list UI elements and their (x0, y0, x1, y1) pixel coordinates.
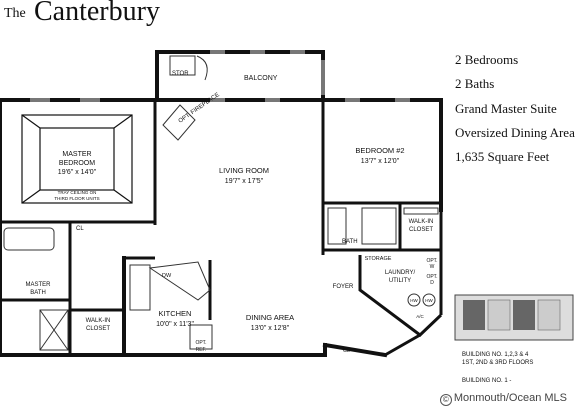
label-kitchen: KITCHEN (159, 309, 192, 318)
feature-master-suite: Grand Master Suite (455, 100, 557, 116)
building-note-2: 1ST, 2ND & 3RD FLOORS (462, 360, 534, 366)
feature-dining-area: Oversized Dining Area (455, 124, 575, 140)
vanity (327, 207, 347, 245)
feature-square-feet: 1,635 Square Feet (455, 149, 550, 165)
balcony-door-swing (196, 55, 208, 81)
label-storage: STORAGE (365, 256, 392, 262)
label-master-1: MASTER (62, 151, 91, 158)
watermark-text: Monmouth/Ocean MLS (453, 392, 567, 404)
label-cl-foyer: CL (343, 348, 350, 354)
bathtub (3, 227, 55, 251)
label-ac: A/C (416, 314, 424, 319)
label-kitchen-dims: 10'0" x 11'3" (156, 321, 194, 328)
tub (361, 207, 397, 245)
features-list: 2 Bedrooms 2 Baths Grand Master Suite Ov… (455, 48, 575, 169)
label-fireplace: OPT. FIREPLACE (178, 92, 221, 125)
label-dining: DINING AREA (246, 313, 294, 322)
label-dw: DW (162, 273, 172, 279)
tray-ceiling (21, 114, 133, 204)
label-master-bath-2: BATH (30, 290, 46, 296)
building-note-3: BUILDING NO. 1 - (462, 378, 512, 384)
label-bedroom2: BEDROOM #2 (355, 146, 404, 155)
label-bedroom2-dims: 13'7" x 12'0" (361, 158, 400, 165)
label-laundry-2: UTILITY (389, 278, 411, 284)
label-opt-w-2: W (430, 264, 435, 270)
storage-closet (169, 55, 196, 76)
fireplace (162, 104, 196, 141)
label-master-dims: 19'6" x 14'0" (58, 169, 97, 176)
kitchen-counter (129, 264, 151, 311)
label-walkin-b: WALK-IN (86, 318, 111, 324)
label-living-dims: 19'7" x 17'5" (225, 178, 264, 185)
page-title: Canterbury (34, 0, 160, 27)
title-prefix: The (4, 6, 26, 21)
label-tray-2: THIRD FLOOR UNITS (54, 196, 99, 201)
closet-shelf (403, 207, 439, 215)
kitchen-island (148, 261, 211, 301)
copyright-icon: © (439, 394, 452, 406)
label-laundry-1: LAUNDRY/ (385, 270, 416, 276)
label-master-bath-1: MASTER (25, 282, 51, 288)
label-master-2: BEDROOM (59, 160, 95, 167)
feature-baths: 2 Baths (455, 76, 495, 92)
interior-walls (0, 100, 443, 357)
ref-space (189, 324, 213, 350)
label-stor: STOR (172, 71, 189, 77)
label-closet-b: CLOSET (86, 326, 110, 332)
label-closet-a: CLOSET (409, 227, 433, 233)
label-dining-dims: 13'0" x 12'8" (251, 325, 290, 332)
label-opt-w-1: OPT. (426, 258, 437, 264)
label-hw-2: HW (425, 298, 433, 303)
label-opt-d-2: D (430, 280, 434, 286)
label-foyer: FOYER (333, 284, 354, 290)
windows (30, 50, 410, 102)
label-bath: BATH (342, 239, 358, 245)
label-cl: CL (76, 226, 84, 232)
fixtures (3, 55, 439, 351)
label-balcony: BALCONY (244, 75, 278, 82)
watermark: ©Monmouth/Ocean MLS (436, 392, 570, 406)
shower (39, 309, 69, 351)
label-tray-1: TRAY CEILING ON (58, 190, 97, 195)
label-walkin-a: WALK-IN (409, 219, 434, 225)
label-opt-ref-1: OPT. (195, 340, 206, 346)
building-key (454, 294, 574, 341)
label-opt-ref-2: REF. (196, 347, 207, 353)
feature-bedrooms: 2 Bedrooms (455, 52, 519, 67)
label-hw: HW (410, 298, 418, 303)
label-opt-d-1: OPT. (426, 274, 437, 280)
building-note-1: BUILDING NO. 1,2,3 & 4 (462, 352, 529, 358)
label-living: LIVING ROOM (219, 166, 269, 175)
